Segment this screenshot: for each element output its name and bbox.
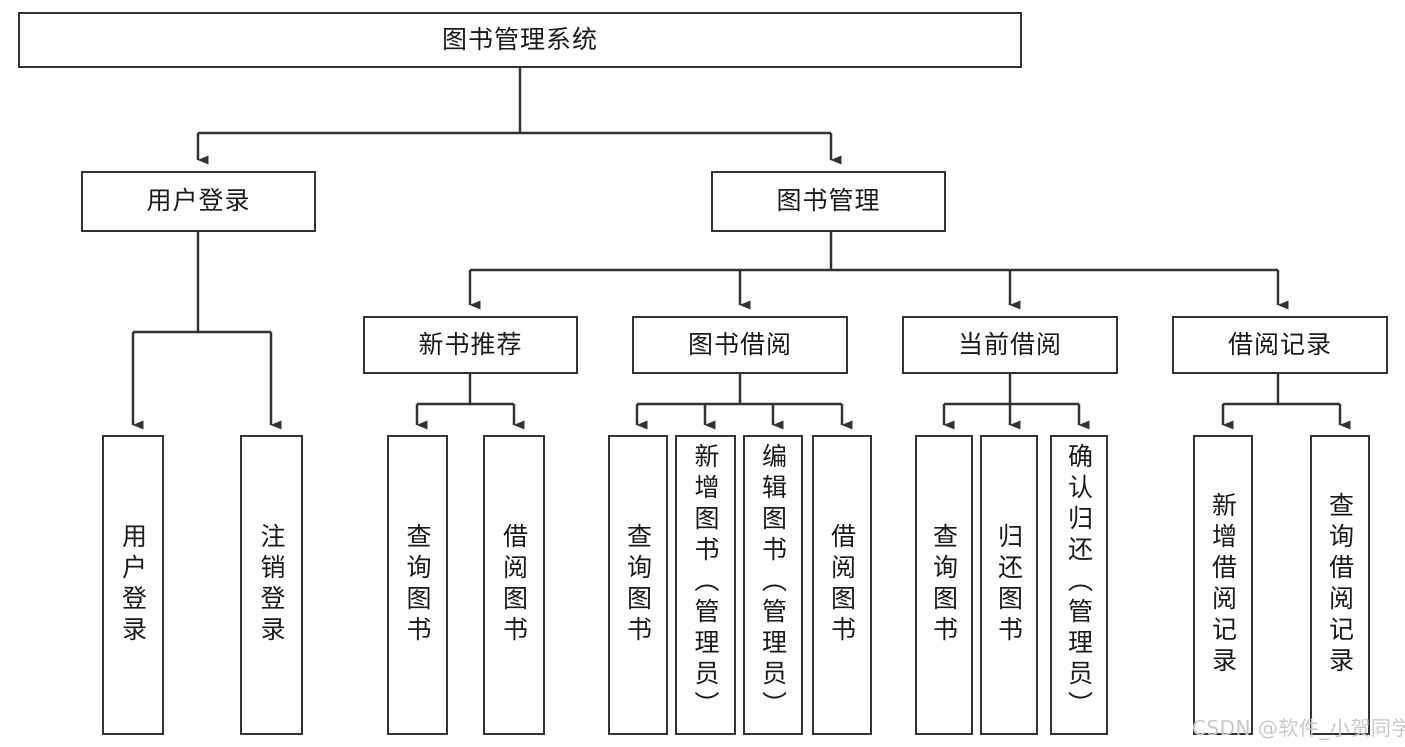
csdn-watermark: CSDN @软件_小贺同学 [1192, 716, 1405, 740]
leaf-logout[interactable]: 注销登录 [240, 435, 303, 735]
node-current-borrow-label: 当前借阅 [957, 329, 1062, 359]
leaf-borrow-book-2-label: 借阅图书 [827, 523, 857, 647]
leaf-user-login[interactable]: 用户登录 [102, 435, 164, 735]
leaf-query-book-2-label: 查询图书 [623, 523, 653, 647]
leaf-confirm-return[interactable]: 确认归还（管理员） [1050, 435, 1108, 735]
leaf-borrow-book-1-label: 借阅图书 [499, 523, 529, 647]
leaf-borrow-book-2[interactable]: 借阅图书 [812, 435, 872, 735]
node-new-book-rec-label: 新书推荐 [418, 329, 523, 359]
node-book-borrow[interactable]: 图书借阅 [632, 316, 848, 374]
leaf-query-book-1-label: 查询图书 [403, 523, 432, 647]
node-user-login-label: 用户登录 [146, 186, 251, 216]
leaf-add-book-label: 新增图书（管理员） [691, 443, 720, 722]
leaf-query-book-1[interactable]: 查询图书 [387, 435, 448, 735]
node-book-manage-label: 图书管理 [776, 186, 881, 216]
leaf-query-book-3[interactable]: 查询图书 [915, 435, 973, 735]
leaf-add-record-label: 新增借阅记录 [1208, 492, 1238, 678]
leaf-user-login-label: 用户登录 [118, 523, 148, 647]
leaf-query-book-3-label: 查询图书 [929, 523, 959, 647]
leaf-return-book[interactable]: 归还图书 [980, 435, 1038, 735]
node-book-manage[interactable]: 图书管理 [711, 171, 946, 232]
node-root-label: 图书管理系统 [441, 24, 598, 54]
node-current-borrow[interactable]: 当前借阅 [902, 316, 1118, 374]
leaf-return-book-label: 归还图书 [994, 523, 1024, 647]
node-borrow-record[interactable]: 借阅记录 [1172, 316, 1388, 374]
leaf-query-record[interactable]: 查询借阅记录 [1310, 435, 1370, 735]
node-new-book-rec[interactable]: 新书推荐 [363, 316, 578, 374]
node-user-login[interactable]: 用户登录 [81, 171, 316, 232]
leaf-borrow-book-1[interactable]: 借阅图书 [483, 435, 545, 735]
leaf-add-book[interactable]: 新增图书（管理员） [675, 435, 736, 735]
node-root[interactable]: 图书管理系统 [18, 12, 1022, 68]
leaf-confirm-return-label: 确认归还（管理员） [1064, 443, 1094, 722]
leaf-query-record-label: 查询借阅记录 [1325, 492, 1355, 678]
leaf-edit-book[interactable]: 编辑图书（管理员） [743, 435, 803, 735]
leaf-edit-book-label: 编辑图书（管理员） [758, 443, 788, 722]
leaf-logout-label: 注销登录 [257, 523, 286, 647]
node-book-borrow-label: 图书借阅 [687, 329, 792, 359]
node-borrow-record-label: 借阅记录 [1227, 329, 1332, 359]
leaf-query-book-2[interactable]: 查询图书 [608, 435, 668, 735]
leaf-add-record[interactable]: 新增借阅记录 [1193, 435, 1253, 735]
